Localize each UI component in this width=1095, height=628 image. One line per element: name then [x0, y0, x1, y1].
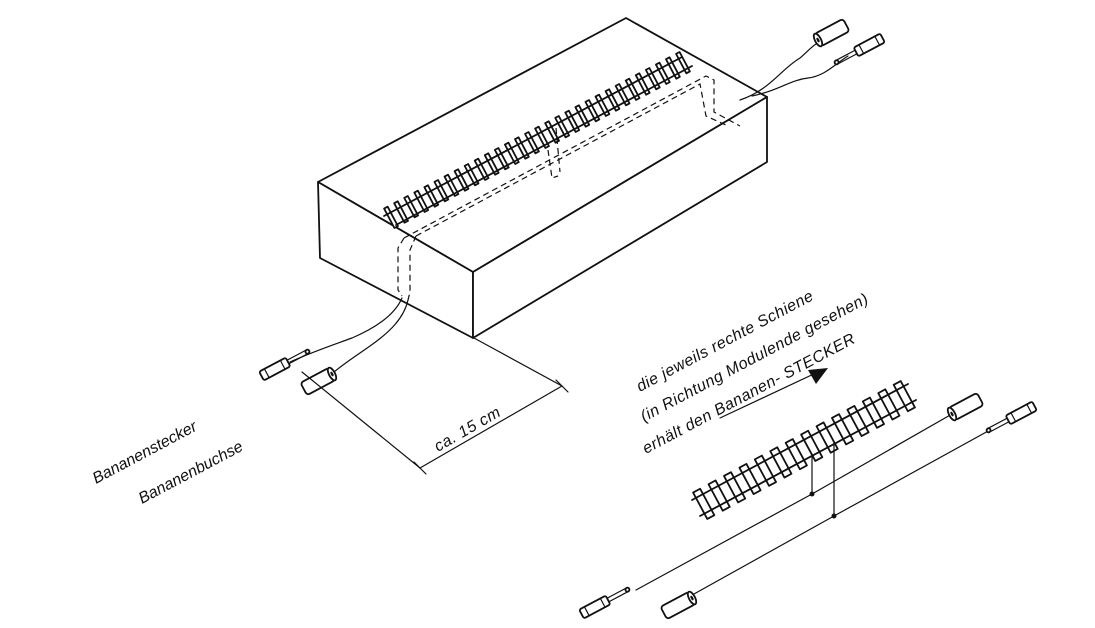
- track-tie: [504, 141, 520, 165]
- detail-rail-right: [699, 399, 917, 517]
- detail-rail-left: [691, 383, 909, 501]
- detail-track: [691, 380, 917, 520]
- track-tie: [443, 173, 460, 197]
- track-tie: [534, 125, 550, 149]
- track-tie: [493, 147, 510, 171]
- track-tie: [554, 115, 570, 139]
- note-line-2: (in Richtung Modulende gesehen): [638, 290, 872, 425]
- banana-plug-icon: [983, 400, 1038, 437]
- module-track-ties: [383, 51, 691, 229]
- banana-plug-icon: [258, 345, 313, 382]
- track-tie: [564, 109, 581, 133]
- module-track: [383, 51, 693, 229]
- dimension-marker: [301, 337, 569, 475]
- banana-socket-icon: [811, 17, 851, 49]
- banana-plug-icon: [578, 583, 633, 620]
- track-tie: [604, 88, 621, 112]
- detail-wiring: [635, 413, 991, 605]
- track-tie: [574, 104, 591, 128]
- banana-socket-icon: [945, 391, 985, 423]
- track-tie: [463, 163, 480, 187]
- note-text: die jeweils rechte Schiene (in Richtung …: [634, 288, 872, 458]
- track-tie: [614, 83, 631, 107]
- banana-socket-icon: [299, 365, 339, 397]
- track-tie: [453, 168, 470, 192]
- track-tie: [584, 99, 601, 123]
- dimension-label: ca. 15 cm: [432, 404, 504, 456]
- track-tie: [393, 200, 409, 224]
- track-tie: [655, 61, 671, 85]
- direction-arrow-icon: [719, 368, 828, 419]
- hidden-wiring: [397, 75, 741, 301]
- track-tie: [403, 195, 419, 219]
- track-tie: [514, 136, 530, 160]
- track-tie: [644, 67, 661, 91]
- track-tie: [544, 120, 560, 144]
- track-tie: [433, 179, 450, 203]
- module-rail-left: [383, 56, 683, 217]
- module-box: [317, 17, 768, 339]
- track-tie: [665, 56, 681, 80]
- module-cables-left: [289, 297, 409, 373]
- module-rail-right: [395, 65, 693, 226]
- track-tie: [594, 93, 611, 117]
- track-tie: [483, 152, 500, 176]
- track-tie: [383, 205, 399, 229]
- track-tie: [524, 131, 540, 155]
- track-tie: [413, 189, 430, 213]
- track-tie: [634, 72, 651, 96]
- track-tie: [624, 77, 641, 101]
- module-side-face: [472, 96, 768, 339]
- banana-plug-icon: [831, 32, 886, 69]
- track-tie: [473, 157, 490, 181]
- track-tie: [423, 184, 440, 208]
- banana-socket-icon: [659, 589, 699, 621]
